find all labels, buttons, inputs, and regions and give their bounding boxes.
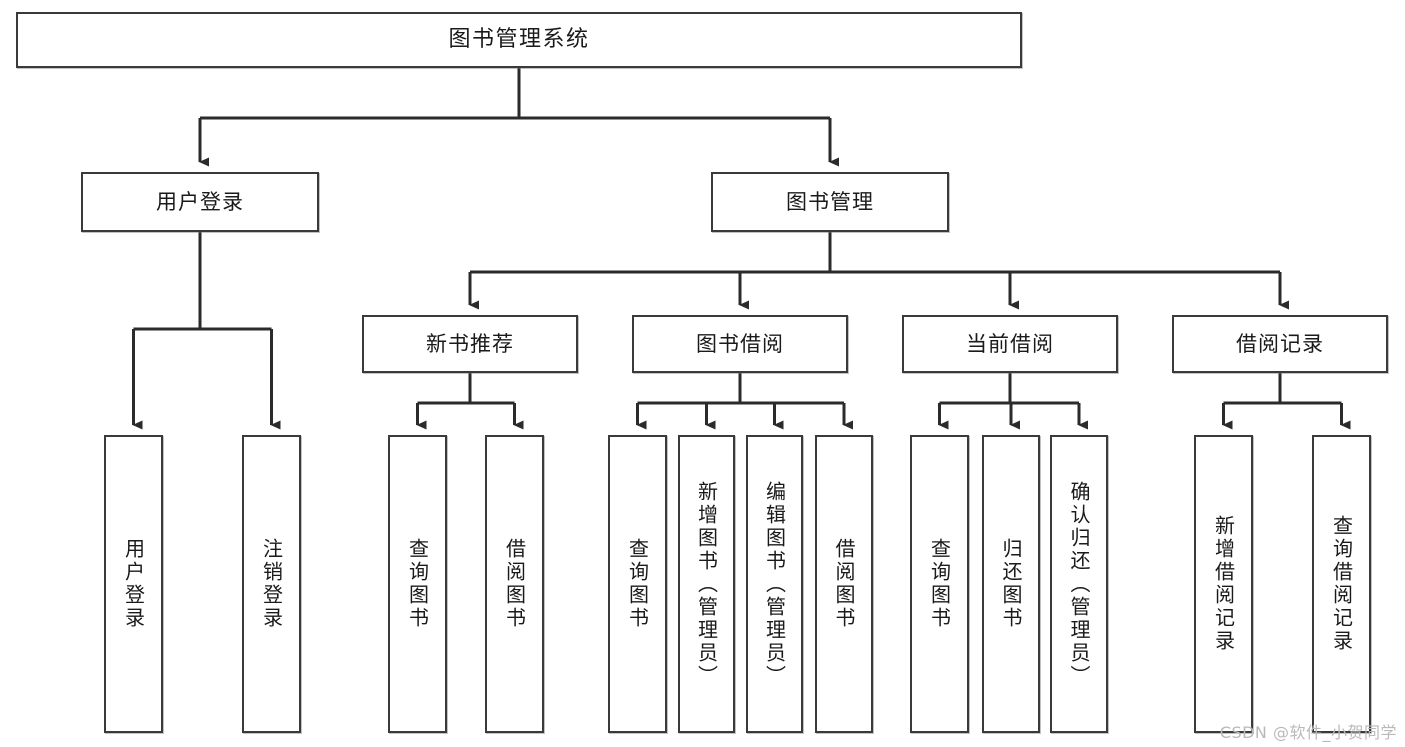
node-leaf2[interactable]: 注销登录 — [242, 435, 301, 733]
node-label: 图书管理系统 — [448, 27, 590, 53]
node-label: 编辑图书（管理员） — [762, 480, 787, 688]
node-label: 借阅图书 — [832, 538, 856, 630]
node-leaf1[interactable]: 用户登录 — [104, 435, 163, 733]
node-label: 新增借阅记录 — [1211, 515, 1236, 653]
node-newbook[interactable]: 新书推荐 — [362, 315, 578, 373]
watermark-text: CSDN @软件_小贺同学 — [1219, 723, 1397, 742]
node-leaf6[interactable]: 新增图书（管理员） — [678, 435, 735, 733]
node-leaf5[interactable]: 查询图书 — [608, 435, 667, 733]
node-login[interactable]: 用户登录 — [81, 172, 319, 232]
node-leaf11[interactable]: 确认归还（管理员） — [1050, 435, 1108, 733]
node-leaf7[interactable]: 编辑图书（管理员） — [746, 435, 803, 733]
node-current[interactable]: 当前借阅 — [902, 315, 1118, 373]
node-label: 查询图书 — [405, 538, 430, 630]
node-label: 用户登录 — [121, 538, 146, 630]
node-root[interactable]: 图书管理系统 — [16, 12, 1022, 68]
node-leaf8[interactable]: 借阅图书 — [815, 435, 873, 733]
node-label: 查询借阅记录 — [1329, 515, 1354, 653]
node-label: 图书管理 — [786, 189, 874, 214]
node-records[interactable]: 借阅记录 — [1172, 315, 1388, 373]
node-label: 借阅记录 — [1236, 331, 1324, 356]
node-leaf12[interactable]: 新增借阅记录 — [1194, 435, 1253, 733]
node-label: 当前借阅 — [966, 331, 1054, 356]
node-leaf4[interactable]: 借阅图书 — [485, 435, 544, 733]
node-label: 查询图书 — [625, 538, 650, 630]
node-label: 注销登录 — [259, 538, 284, 630]
node-label: 查询图书 — [927, 538, 952, 630]
node-leaf13[interactable]: 查询借阅记录 — [1312, 435, 1371, 733]
node-leaf10[interactable]: 归还图书 — [982, 435, 1040, 733]
node-label: 新增图书（管理员） — [694, 480, 719, 688]
node-borrow[interactable]: 图书借阅 — [632, 315, 848, 373]
node-label: 确认归还（管理员） — [1067, 480, 1091, 688]
node-leaf9[interactable]: 查询图书 — [910, 435, 969, 733]
node-label: 图书借阅 — [696, 331, 784, 356]
node-label: 借阅图书 — [502, 538, 527, 630]
node-bookmgmt[interactable]: 图书管理 — [711, 172, 949, 232]
node-label: 新书推荐 — [426, 331, 514, 356]
node-label: 用户登录 — [156, 189, 244, 214]
node-label: 归还图书 — [999, 538, 1023, 630]
node-leaf3[interactable]: 查询图书 — [388, 435, 447, 733]
